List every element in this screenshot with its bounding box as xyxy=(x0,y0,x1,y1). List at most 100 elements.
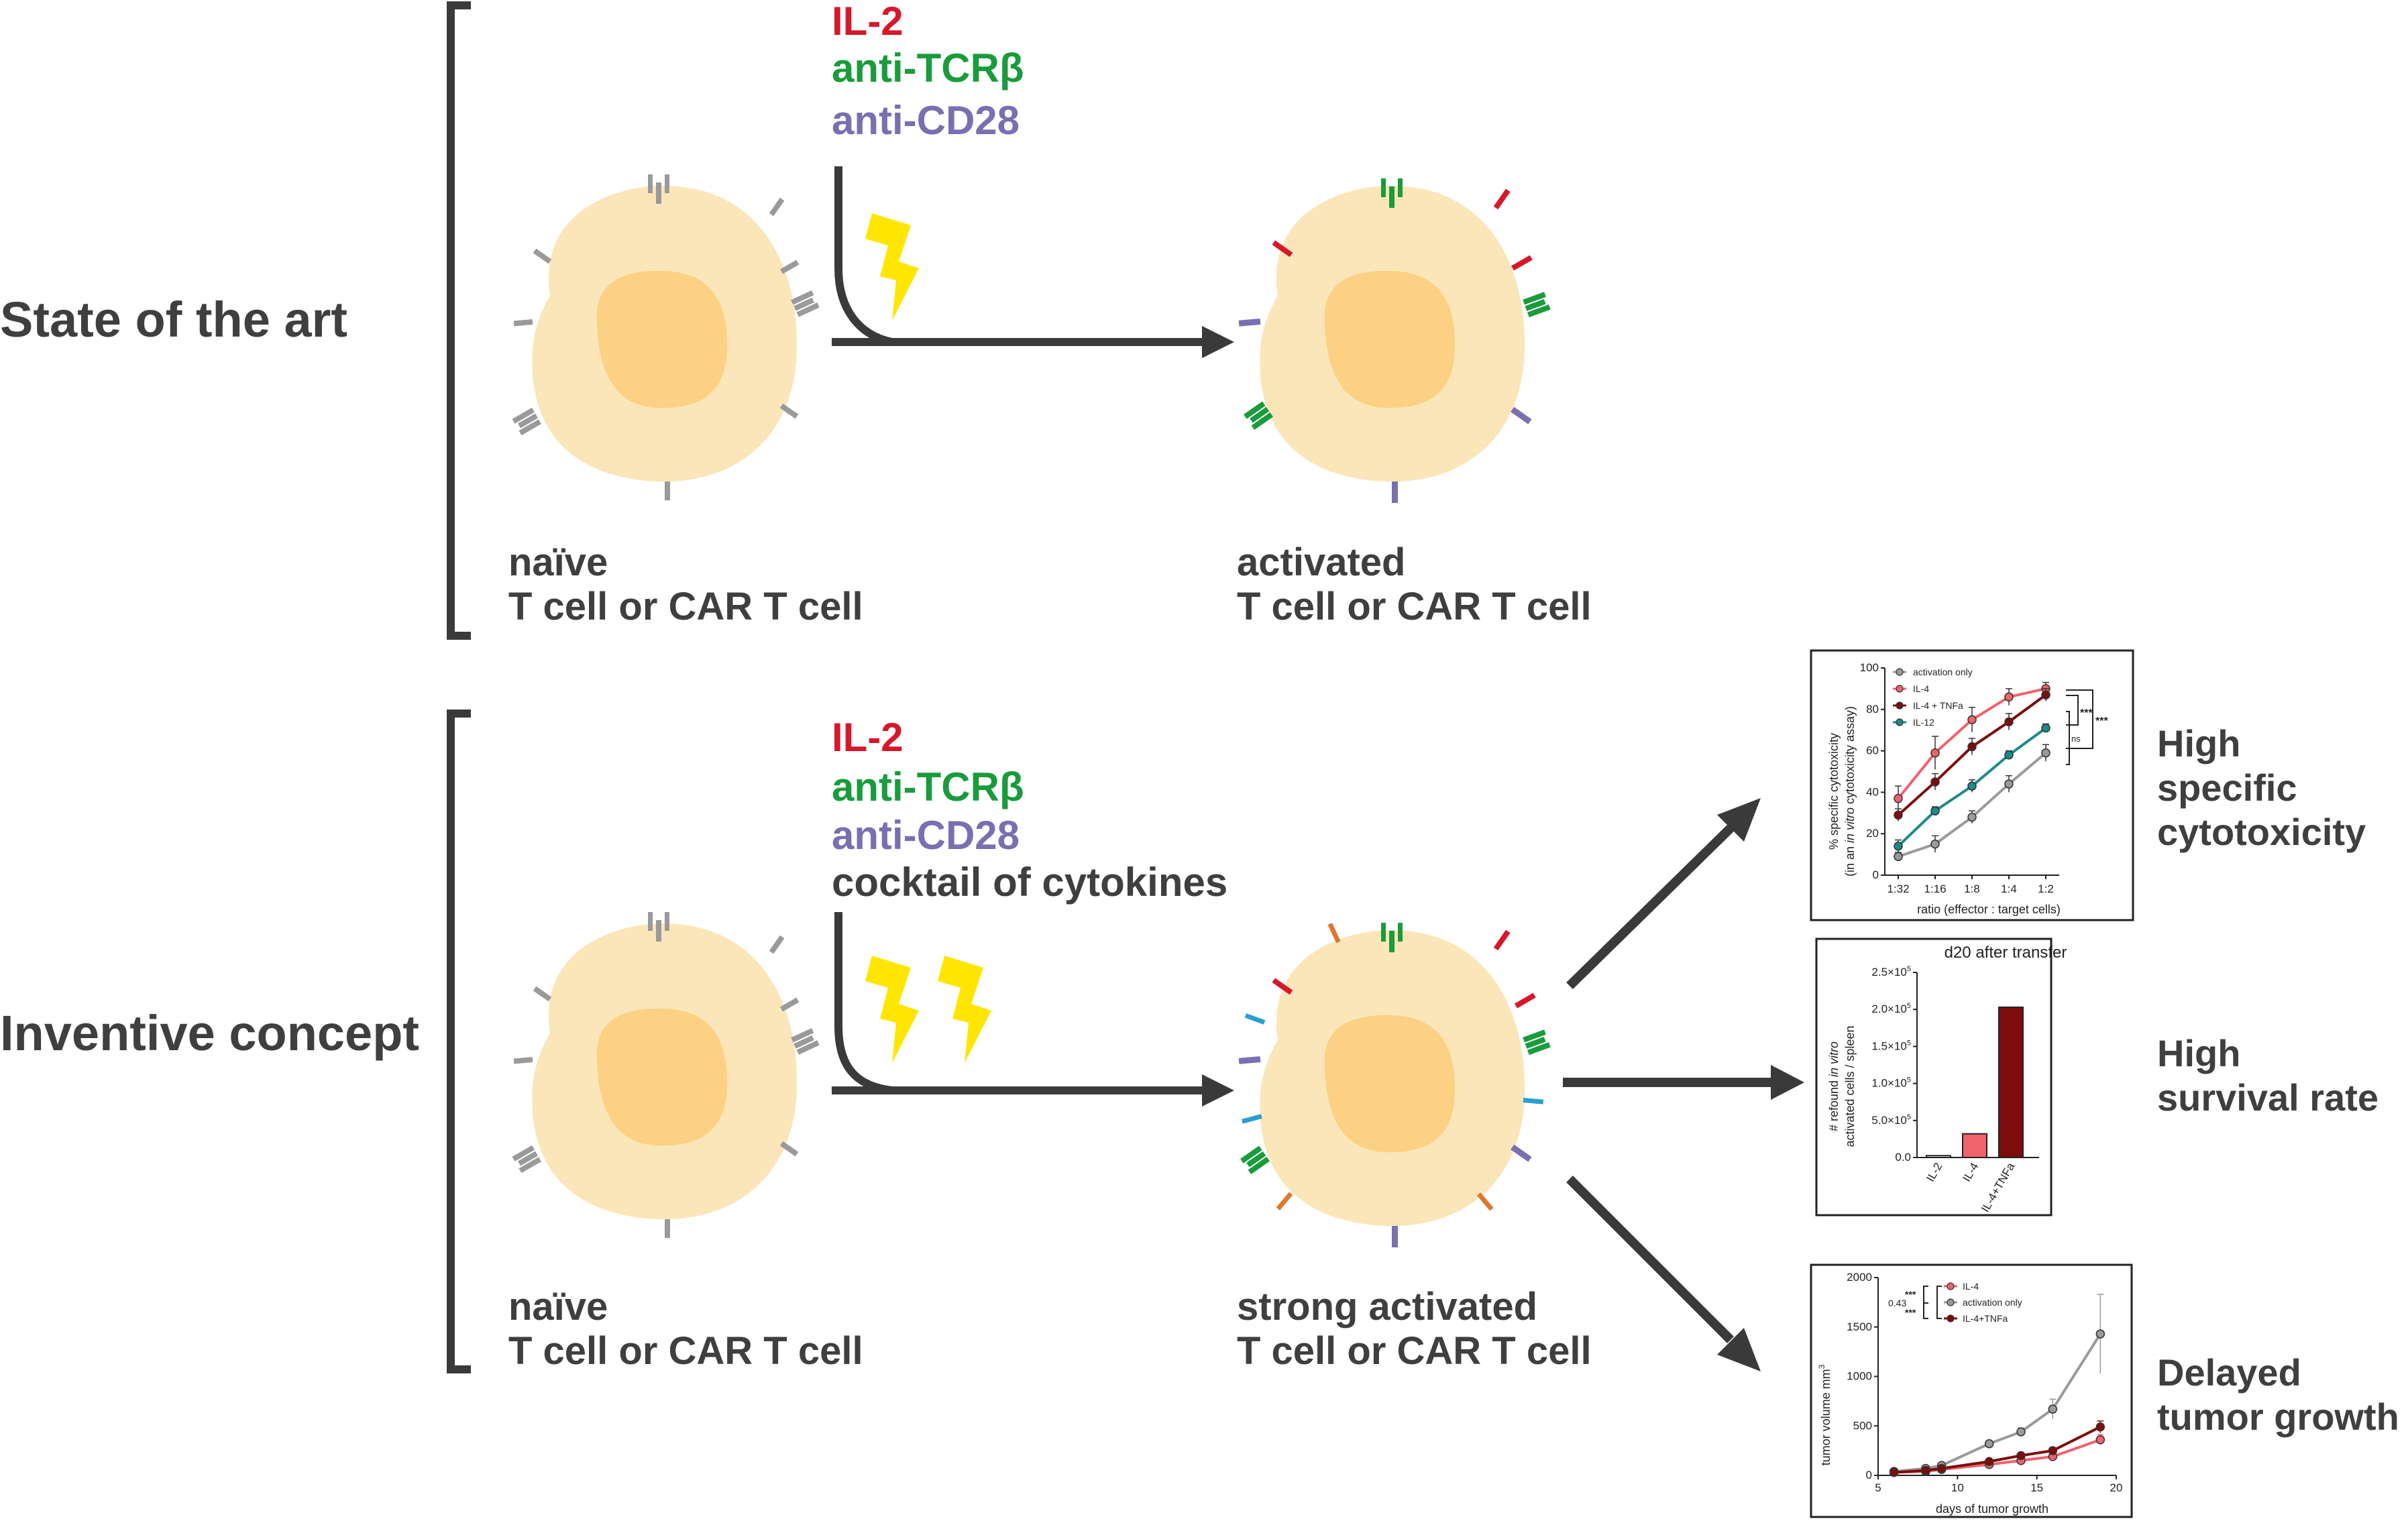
chart-title: d20 after transfer xyxy=(1945,944,2067,962)
y-tick-label: 100 xyxy=(1860,661,1879,674)
legend-marker xyxy=(1947,1314,1955,1322)
receptor-gray-rod-icon xyxy=(769,197,785,217)
bracket-top xyxy=(447,1,471,640)
data-point xyxy=(1936,1463,1947,1473)
naive-cell-top xyxy=(512,174,820,500)
outcome-1-line2: specific xyxy=(2157,767,2297,809)
sig-label: *** xyxy=(2095,716,2108,727)
y-tick-exponent: 5 xyxy=(1907,1039,1911,1047)
legend-marker xyxy=(1896,718,1904,726)
receptor-gray-rod-icon xyxy=(533,986,552,1002)
receptor-tcr-icon xyxy=(1240,1145,1270,1174)
arrowhead-icon xyxy=(1202,326,1234,358)
arrowhead-icon xyxy=(1771,1065,1804,1100)
lightning-bolt-icon xyxy=(938,956,991,1063)
significance-brackets: *** *** ns xyxy=(2066,689,2108,765)
data-point xyxy=(1894,841,1903,851)
data-point xyxy=(1921,1465,1930,1475)
x-tick-label: 1:16 xyxy=(1924,883,1946,895)
data-point xyxy=(2016,1427,2026,1436)
legend-label: IL-4 xyxy=(1913,683,1929,694)
data-point xyxy=(1967,781,1977,791)
receptor-cytokine-orange-icon xyxy=(1476,1192,1494,1211)
receptor-gray-rod-icon xyxy=(533,248,552,264)
y-tick-exponent: 5 xyxy=(1907,965,1911,973)
y-tick-label: 1500 xyxy=(1847,1320,1872,1333)
y-tick-label: 5.0×105 xyxy=(1871,1113,1911,1127)
x-tick-label: 5 xyxy=(1875,1481,1881,1494)
receptor-gray-double-icon xyxy=(512,407,541,436)
data-point xyxy=(1967,812,1977,822)
y-tick-label: 20 xyxy=(1866,827,1879,840)
y-tick-label: 1.5×105 xyxy=(1871,1039,1911,1052)
legend-marker xyxy=(1896,668,1904,676)
x-tick-label: 1:8 xyxy=(1964,883,1980,895)
data-point xyxy=(1967,715,1977,724)
receptor-tcr-icon xyxy=(1523,292,1551,318)
outcome-1-line3: cytotoxicity xyxy=(2157,811,2366,853)
chart-ylabel-2: (in an in vitro cytotoxicity assay) xyxy=(1843,706,1857,877)
legend-marker xyxy=(1896,685,1904,693)
y-tick-label: 500 xyxy=(1853,1419,1872,1432)
data-point xyxy=(2048,1404,2058,1414)
receptor-cd28-icon xyxy=(1238,1056,1261,1064)
bracket-bottom xyxy=(447,710,471,1373)
data-point xyxy=(1930,839,1940,849)
y-tick-label: 0 xyxy=(1873,868,1879,881)
receptor-gray-double-icon xyxy=(791,1027,820,1055)
receptor-gray-rod-icon xyxy=(513,319,533,327)
chart-ylabel-1: # refound in vitro xyxy=(1827,1041,1841,1131)
chart-xlabel: days of tumor growth xyxy=(1936,1502,2048,1516)
outcome-arrow-1 xyxy=(1566,818,1741,989)
significance-brackets: *** *** 0.43 xyxy=(1888,1286,1942,1319)
stimulus-curve-bottom xyxy=(834,912,893,1094)
data-point xyxy=(1930,806,1940,815)
data-point xyxy=(2016,1451,2026,1461)
receptor-il2-icon xyxy=(1515,993,1536,1009)
stimulus-cocktail-bottom: cocktail of cytokines xyxy=(832,860,1227,905)
caption-naive-top-line2: T cell or CAR T cell xyxy=(508,585,863,628)
chart-marks xyxy=(1889,1294,2105,1477)
receptor-gray-rod-icon xyxy=(665,1219,670,1238)
y-tick-label: 1000 xyxy=(1847,1370,1872,1383)
data-point xyxy=(1984,1457,1994,1467)
y-tick-exponent: 5 xyxy=(1907,1076,1911,1084)
receptor-cytokine-orange-icon xyxy=(1276,1192,1293,1210)
data-point xyxy=(1894,852,1903,861)
caption-activated-line2: T cell or CAR T cell xyxy=(1237,585,1592,628)
receptor-gray-rod-icon xyxy=(513,1057,533,1064)
data-point xyxy=(1889,1467,1899,1477)
sig-label: *** xyxy=(1905,1289,1916,1300)
caption-strong-line1: strong activated xyxy=(1237,1285,1537,1329)
nucleus xyxy=(1324,270,1456,408)
naive-cell-bottom xyxy=(512,912,820,1238)
legend-marker xyxy=(1947,1298,1955,1306)
section-title-bottom: Inventive concept xyxy=(0,1005,419,1061)
data-point xyxy=(2004,692,2014,702)
receptor-il2-icon xyxy=(1511,255,1533,271)
data-point xyxy=(1894,793,1903,803)
data-point xyxy=(2095,1435,2105,1445)
chart-refound-cells: d20 after transfer 0.05.0×1051.0×1051.5×… xyxy=(1815,938,2067,1217)
data-point xyxy=(2095,1329,2105,1339)
stimulus-cd28-top: anti-CD28 xyxy=(832,98,1020,143)
strong-activated-cell xyxy=(1238,923,1551,1247)
data-point xyxy=(2041,723,2050,733)
x-tick-label: 15 xyxy=(2030,1481,2043,1494)
legend-label: IL-4 + TNFa xyxy=(1913,700,1963,711)
caption-strong-line2: T cell or CAR T cell xyxy=(1237,1329,1592,1373)
section-title-top: State of the art xyxy=(0,292,347,347)
receptor-gray-rod-icon xyxy=(779,1141,799,1157)
outcome-2-line1: High xyxy=(2157,1032,2240,1074)
y-tick-label: 0.0 xyxy=(1895,1151,1911,1164)
stimulus-tcr-top: anti-TCRβ xyxy=(832,46,1024,91)
caption-activated-line1: activated xyxy=(1237,541,1405,584)
receptor-cd28-icon xyxy=(1511,406,1532,425)
legend-label: activation only xyxy=(1963,1297,2022,1308)
receptor-il2-icon xyxy=(1493,188,1511,210)
receptor-gray-double-icon xyxy=(512,1145,541,1174)
